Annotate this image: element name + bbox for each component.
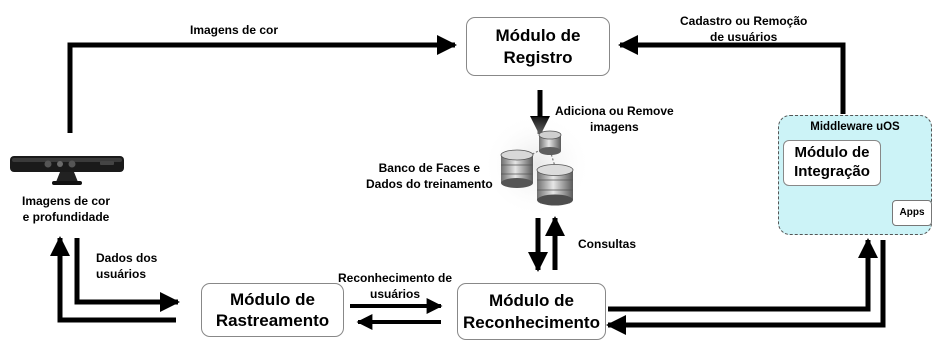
modulo-reconhecimento-label: Módulo de Reconhecimento: [463, 291, 600, 332]
arrow-recon-middleware: [608, 237, 878, 312]
label-consultas: Consultas: [578, 237, 637, 251]
arrow-rastreamento-kinect: [50, 235, 176, 323]
apps-box[interactable]: Apps: [892, 200, 932, 226]
modulo-rastreamento-box[interactable]: Módulo de Rastreamento: [201, 283, 344, 337]
label-imagens-cor: Imagens de cor: [190, 23, 279, 37]
apps-label: Apps: [899, 206, 925, 218]
arrow-imagens-cor: [67, 35, 458, 133]
modulo-registro-label: Módulo de Registro: [495, 26, 581, 67]
label-sensor: Imagens de cor e profundidade: [21, 194, 111, 225]
label-banco: Banco de Faces e Dados do treinamento: [366, 161, 493, 192]
arrow-kinect-rastreamento: [74, 238, 181, 312]
middleware-title: Middleware uOS: [810, 121, 900, 133]
modulo-integracao-label: Módulo de Integração: [794, 144, 870, 180]
arrow-middleware-recon: [605, 240, 886, 335]
label-dados-usuarios: Dados dos usuários: [96, 251, 158, 282]
label-cadastro: Cadastro ou Remoção de usuários: [680, 14, 808, 45]
label-adiciona: Adiciona ou Remove imagens: [555, 104, 674, 135]
database-icon: [487, 117, 587, 213]
arrow-cadastro: [617, 35, 846, 114]
modulo-integracao-box[interactable]: Módulo de Integração: [783, 140, 881, 186]
modulo-reconhecimento-box[interactable]: Módulo de Reconhecimento: [457, 283, 606, 340]
modulo-registro-box[interactable]: Módulo de Registro: [466, 17, 610, 76]
label-reconhecimento-usuarios: Reconhecimento de usuários: [338, 271, 453, 302]
modulo-rastreamento-label: Módulo de Rastreamento: [215, 289, 330, 330]
kinect-sensor-icon: [10, 156, 124, 185]
